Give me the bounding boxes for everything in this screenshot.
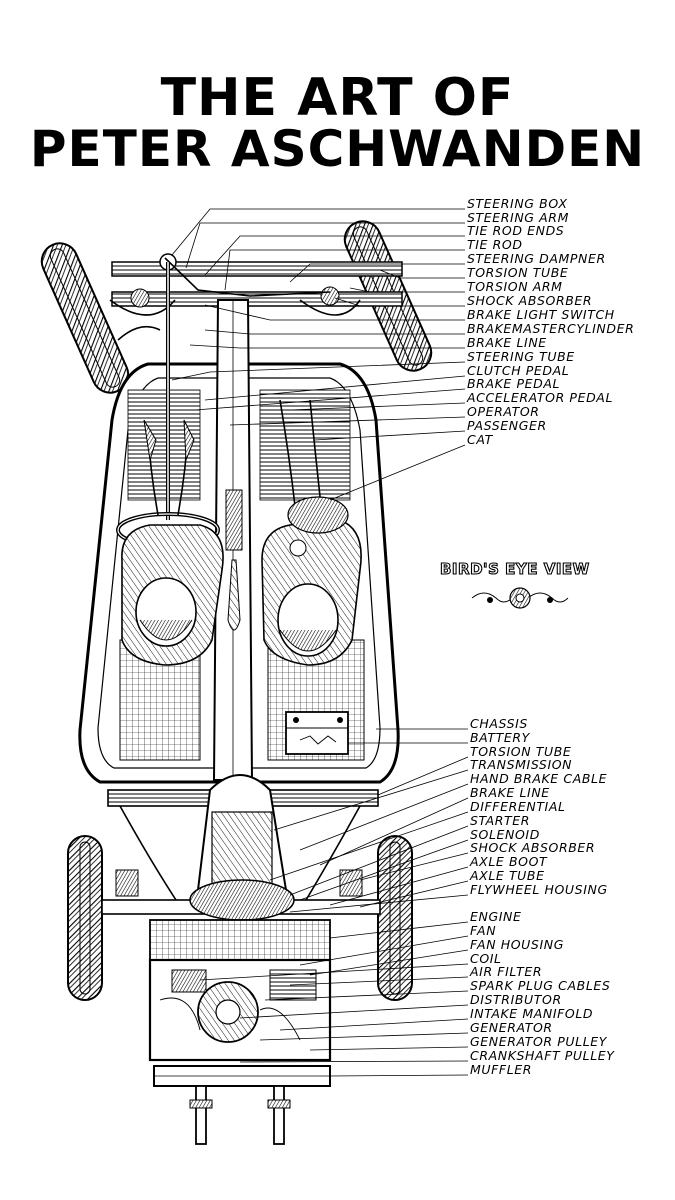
battery	[285, 711, 349, 755]
label-hand-brake-cable: HAND BRAKE CABLE	[470, 771, 607, 786]
label-tie-rod-ends: TIE ROD ENDS	[467, 223, 564, 238]
rear-right-wheel	[377, 835, 413, 1001]
engine-block	[148, 919, 332, 1062]
label-steering-tube: STEERING TUBE	[467, 349, 575, 364]
rear-labels: CHASSIS BATTERY TORSION TUBE TRANSMISSIO…	[469, 716, 608, 897]
label-differential: DIFFERENTIAL	[470, 799, 566, 814]
label-fan: FAN	[470, 923, 496, 938]
label-brake-pedal: BRAKE PEDAL	[467, 376, 560, 391]
front-leader-lines	[171, 208, 466, 501]
label-generator: GENERATOR	[470, 1020, 553, 1035]
label-crankshaft-pulley: CRANKSHAFT PULLEY	[470, 1048, 615, 1063]
label-brake-light-switch: BRAKE LIGHT SWITCH	[467, 307, 615, 322]
label-fan-housing: FAN HOUSING	[470, 937, 564, 952]
engine-labels: ENGINE FAN FAN HOUSING COIL AIR FILTER S…	[469, 909, 615, 1077]
engine-leader-lines	[199, 921, 469, 1077]
rear-left-wheel	[67, 835, 103, 1001]
label-muffler: MUFFLER	[470, 1062, 532, 1077]
label-generator-pulley: GENERATOR PULLEY	[470, 1034, 608, 1049]
label-torsion-tube-front: TORSION TUBE	[467, 265, 568, 280]
front-axle	[109, 253, 403, 341]
label-passenger: PASSENGER	[467, 418, 547, 433]
label-shock-absorber-rear: SHOCK ABSORBER	[470, 840, 595, 855]
label-shock-absorber-front: SHOCK ABSORBER	[467, 293, 592, 308]
label-coil: COIL	[470, 951, 502, 966]
passenger-figure	[261, 399, 362, 666]
label-air-filter: AIR FILTER	[469, 964, 542, 979]
title-line-1: THE ART OF	[160, 68, 515, 128]
label-axle-boot: AXLE BOOT	[469, 854, 548, 869]
label-accelerator-pedal: ACCELERATOR PEDAL	[466, 390, 613, 405]
operator-figure	[121, 419, 224, 666]
label-tie-rod: TIE ROD	[467, 237, 523, 252]
label-engine: ENGINE	[470, 909, 521, 924]
label-cat: CAT	[467, 432, 494, 447]
label-chassis: CHASSIS	[470, 716, 528, 731]
label-brake-line-front: BRAKE LINE	[467, 335, 547, 350]
label-solenoid: SOLENOID	[470, 827, 540, 842]
label-clutch-pedal: CLUTCH PEDAL	[467, 363, 569, 378]
label-distributor: DISTRIBUTOR	[470, 992, 562, 1007]
label-operator: OPERATOR	[467, 404, 540, 419]
label-torsion-tube-rear: TORSION TUBE	[470, 744, 571, 759]
muffler	[153, 1065, 331, 1145]
transmission	[189, 774, 295, 921]
label-intake-manifold: INTAKE MANIFOLD	[470, 1006, 593, 1021]
label-brake-line-rear: BRAKE LINE	[470, 785, 550, 800]
badge-text: BIRD'S EYE VIEW	[440, 560, 590, 578]
label-torsion-arm: TORSION ARM	[467, 279, 563, 294]
front-labels: STEERING BOX STEERING ARM TIE ROD ENDS T…	[466, 196, 634, 447]
label-starter: STARTER	[470, 813, 530, 828]
birds-eye-view-badge: BIRD'S EYE VIEW	[439, 559, 590, 609]
label-brake-master-cylinder: BRAKEMASTERCYLINDER	[467, 321, 634, 336]
label-battery: BATTERY	[470, 730, 531, 745]
label-steering-arm: STEERING ARM	[467, 210, 569, 225]
label-axle-tube: AXLE TUBE	[469, 868, 545, 883]
rear-leader-lines	[269, 728, 469, 913]
title-line-2: PETER ASCHWANDEN	[29, 120, 646, 178]
label-spark-plug-cables: SPARK PLUG CABLES	[470, 978, 610, 993]
front-left-wheel	[40, 242, 130, 394]
label-steering-dampner: STEERING DAMPNER	[467, 251, 606, 266]
label-steering-box: STEERING BOX	[467, 196, 568, 211]
label-transmission: TRANSMISSION	[470, 757, 572, 772]
label-flywheel-housing: FLYWHEEL HOUSING	[470, 882, 608, 897]
